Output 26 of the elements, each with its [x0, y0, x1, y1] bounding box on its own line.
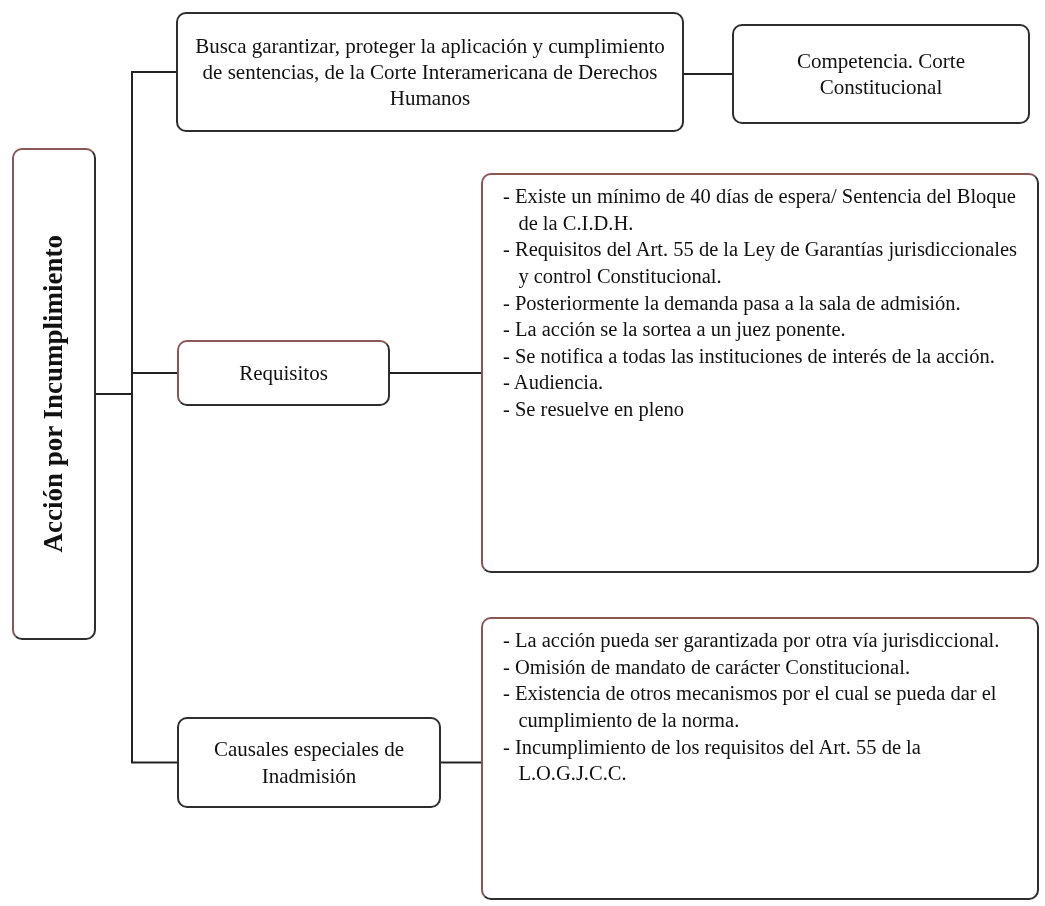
list-item: - Posteriormente la demanda pasa a la sala de admisión.	[503, 290, 962, 317]
box-text: Causales especiales de Inadmisión	[212, 736, 406, 789]
title-text: Acción por Incumplimiento	[37, 235, 70, 553]
info-box	[732, 24, 1030, 124]
box-text: Competencia. Corte Constitucional	[796, 47, 966, 101]
box-text: Requisitos	[239, 359, 328, 387]
box-text: Busca garantizar, proteger la aplicación y cumplimiento de sentencias, de la Corte Interamericana de Derechos Humanos	[194, 32, 666, 112]
list-box	[481, 617, 1039, 900]
list-item: - Existe un mínimo de 40 días de espera/ Sentencia del Bloque de la C.I.D.H.	[503, 184, 1017, 236]
list-item: - Requisitos del Art. 55 de la Ley de Garantías jurisdiccionales y control Constitucional.	[503, 237, 1019, 290]
list-box	[481, 173, 1039, 573]
topic-box	[12, 148, 96, 640]
list-item: - Audiencia.	[503, 370, 605, 396]
connector-line	[683, 73, 733, 75]
connector-line	[389, 372, 482, 374]
list-item: - Se resuelve en pleno	[503, 397, 686, 423]
category-box	[177, 340, 390, 406]
list-item: - La acción pueda ser garantizada por otra vía jurisdiccional.	[503, 628, 1001, 654]
list-item: - Incumplimiento de los requisitos del Art. 55 de la L.O.G.J.C.C.	[503, 734, 922, 787]
category-box	[177, 717, 441, 808]
description-box	[176, 12, 684, 132]
list-item: - Se notifica a todas las instituciones de interés de la acción.	[503, 343, 996, 369]
list-item: - La acción se la sortea a un juez ponente.	[503, 317, 847, 343]
connector-line	[440, 761, 482, 764]
list-item: - Existencia de otros mecanismos por el cual se pueda dar el cumplimiento de la norma.	[503, 681, 998, 734]
list-item: - Omisión de mandato de carácter Constitucional.	[503, 654, 912, 680]
